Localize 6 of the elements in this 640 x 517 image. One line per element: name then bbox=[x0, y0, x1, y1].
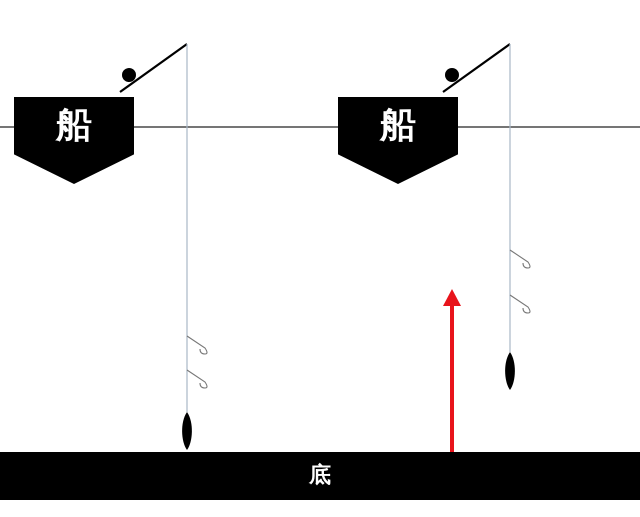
boat-label: 船 bbox=[56, 108, 92, 144]
boat-shape bbox=[14, 97, 134, 184]
boat-label: 船 bbox=[380, 108, 416, 144]
boat-shape bbox=[338, 97, 458, 184]
seabed-label: 底 bbox=[309, 465, 331, 487]
seabed-band bbox=[0, 452, 640, 500]
